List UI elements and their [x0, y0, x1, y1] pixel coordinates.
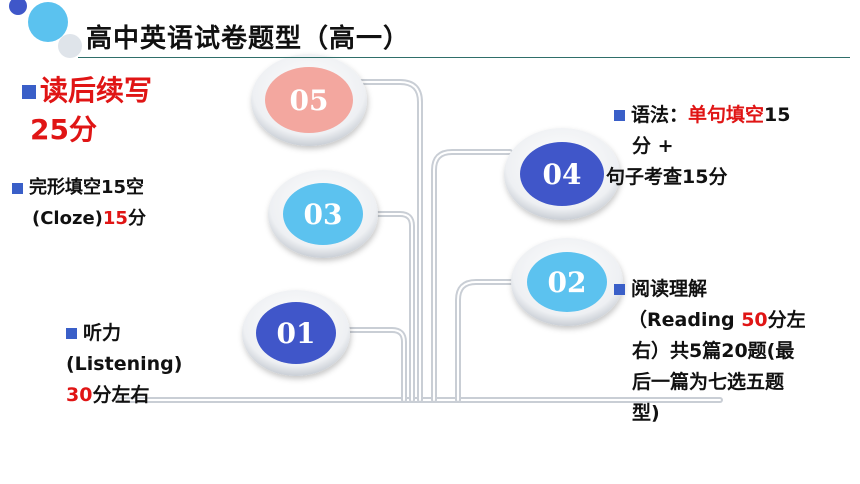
bubble-05	[251, 54, 367, 146]
bullet-icon	[66, 328, 77, 339]
bubble-02-number: 02	[548, 266, 587, 299]
reading-score-number: 50	[741, 309, 768, 331]
grammar-highlight: 单句填空	[688, 104, 765, 126]
bullet-icon	[614, 110, 625, 121]
listening-label: 听力 (Listening) 30分左右	[66, 318, 182, 411]
continuation-writing-label: 读后续写 25分	[22, 72, 152, 150]
listening-line2: (Listening)	[66, 353, 183, 375]
grammar-line2: 分 +	[632, 135, 674, 157]
bubble-03-number: 03	[304, 198, 343, 231]
continuation-title: 读后续写	[40, 74, 153, 107]
reading-title: 阅读理解	[631, 278, 708, 300]
cloze-score-unit: 分	[127, 208, 146, 229]
reading-label: 阅读理解 （Reading 50分左 右）共5篇20题(最 后一篇为七选五题 型…	[614, 274, 806, 429]
connector-lines	[117, 79, 723, 403]
reading-line5: 型)	[632, 402, 660, 424]
bullet-icon	[614, 284, 625, 295]
listening-title: 听力	[83, 322, 122, 344]
cloze-label: 完形填空15空 (Cloze)15分	[12, 172, 146, 234]
reading-prefix: （Reading	[628, 309, 742, 331]
bubble-01-number: 01	[277, 317, 316, 350]
reading-line3: 右）共5篇20题(最	[632, 340, 795, 362]
cloze-prefix: (Cloze)	[32, 208, 103, 229]
bubble-01	[242, 290, 350, 376]
reading-suffix: 分左	[767, 309, 806, 331]
bubble-04-number: 04	[543, 158, 582, 191]
cloze-line1: 完形填空15空	[29, 177, 145, 198]
grammar-line3: 句子考查15分	[606, 166, 728, 188]
listening-score-unit: 分左右	[92, 384, 150, 406]
listening-score-number: 30	[66, 384, 93, 406]
bubble-05-number: 05	[290, 84, 329, 117]
decorative-circles	[9, 0, 82, 58]
bullet-icon	[22, 85, 36, 99]
bubble-02	[511, 238, 623, 326]
grammar-score-number: 15	[764, 104, 791, 126]
title-underline	[78, 57, 850, 58]
grammar-label: 语法：单句填空15 分 + 句子考查15分	[606, 100, 791, 193]
grammar-prefix: 语法：	[631, 104, 689, 126]
reading-line4: 后一篇为七选五题	[632, 371, 785, 393]
bubble-03	[268, 170, 378, 258]
cloze-score-number: 15	[102, 208, 128, 229]
continuation-score: 25分	[30, 113, 97, 146]
bubble-04	[504, 128, 620, 220]
page-title: 高中英语试卷题型（高一）	[86, 24, 411, 54]
bullet-icon	[12, 182, 23, 194]
